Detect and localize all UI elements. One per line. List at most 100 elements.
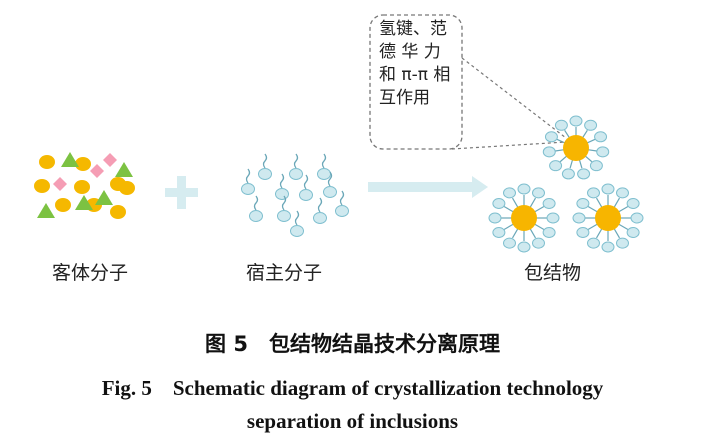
callout-pointer-line (461, 57, 567, 139)
host-tail (245, 168, 251, 184)
host-tail (339, 190, 345, 206)
host-head (594, 131, 608, 143)
host-tail (511, 197, 520, 209)
host-head (549, 160, 563, 172)
arrow-head (472, 176, 488, 198)
inclusion-complexes (488, 115, 644, 253)
inclusion-complex (572, 183, 644, 253)
host-head (517, 241, 531, 253)
host-head (589, 160, 603, 172)
interaction-callout-text: 氢键、范 德 华 力 和 π-π 相 互作用 (379, 18, 450, 110)
host-head (546, 212, 560, 224)
host-tail (279, 173, 285, 189)
host-head (492, 227, 506, 238)
guest-diamond (103, 153, 117, 167)
guest-circle (119, 181, 135, 195)
host-molecule-label: 宿主分子 (246, 262, 323, 284)
host-head (577, 168, 591, 180)
plus-bar-vertical (177, 176, 186, 209)
host-tail (595, 227, 604, 239)
host-tail (595, 197, 604, 209)
callout-line: 德 华 力 (379, 42, 441, 62)
host-head (561, 168, 575, 180)
inclusion-complex (488, 183, 560, 253)
host-head (532, 187, 545, 199)
guest-core (511, 205, 537, 231)
figure-caption-en-line1: Fig. 5 Schematic diagram of crystallizat… (101, 376, 604, 400)
callout-line: 氢键、范 (379, 19, 447, 39)
host-head (517, 183, 531, 195)
host-tail (281, 195, 287, 211)
guest-triangle (95, 190, 113, 205)
host-head (616, 237, 629, 249)
host-head (258, 168, 272, 180)
guest-diamond (53, 177, 67, 191)
inclusion-complex (542, 115, 610, 180)
host-head (587, 187, 600, 199)
guest-triangle (115, 162, 133, 177)
host-head (630, 212, 644, 224)
host-head (241, 183, 255, 195)
figure-caption-en-line2: separation of inclusions (246, 409, 459, 433)
host-head (576, 227, 590, 238)
host-head (601, 183, 615, 195)
guest-molecule-label: 客体分子 (52, 262, 129, 284)
host-head (576, 198, 590, 209)
callout-line: 互作用 (379, 88, 430, 108)
guest-circle (34, 179, 50, 193)
host-tail (503, 205, 515, 214)
host-tail (617, 222, 629, 231)
guest-circle (39, 155, 55, 169)
host-head (616, 187, 629, 199)
host-tail (317, 197, 323, 213)
host-head (626, 227, 640, 238)
guest-circle (110, 205, 126, 219)
host-head (492, 198, 506, 209)
guest-molecules (34, 152, 135, 219)
arrow-shaft (368, 182, 472, 192)
host-tail (533, 222, 545, 231)
host-molecules (241, 153, 349, 237)
host-tail (533, 205, 545, 214)
host-head (299, 189, 313, 201)
guest-circle (74, 180, 90, 194)
host-head (554, 119, 568, 131)
host-head (626, 198, 640, 209)
host-head (596, 146, 610, 158)
host-tail (617, 205, 629, 214)
guest-triangle (37, 203, 55, 218)
host-tail (293, 153, 299, 169)
host-head (317, 168, 331, 180)
host-tail (528, 227, 537, 239)
host-head (503, 237, 516, 249)
host-tail (253, 195, 259, 211)
callout-box (369, 14, 463, 150)
guest-core (563, 135, 589, 161)
host-tail (587, 222, 599, 231)
host-head (323, 186, 337, 198)
host-head (542, 198, 556, 209)
process-arrow (368, 176, 488, 198)
host-head (584, 119, 598, 131)
guest-triangle (75, 195, 93, 210)
host-tail (262, 153, 268, 169)
host-head (503, 187, 516, 199)
host-head (542, 227, 556, 238)
host-tail (503, 222, 515, 231)
guest-diamond (90, 164, 104, 178)
host-head (313, 212, 327, 224)
host-head (249, 210, 263, 222)
host-tail (587, 205, 599, 214)
host-tail (294, 210, 300, 226)
guest-circle (55, 198, 71, 212)
host-tail (612, 197, 621, 209)
callout-pointer-line (451, 141, 567, 150)
plus-sign (165, 176, 198, 209)
host-head (289, 168, 303, 180)
figure-caption-cn: 图 5 包结物结晶技术分离原理 (205, 332, 500, 356)
host-tail (528, 197, 537, 209)
host-head (587, 237, 600, 249)
guest-core (595, 205, 621, 231)
host-head (532, 237, 545, 249)
